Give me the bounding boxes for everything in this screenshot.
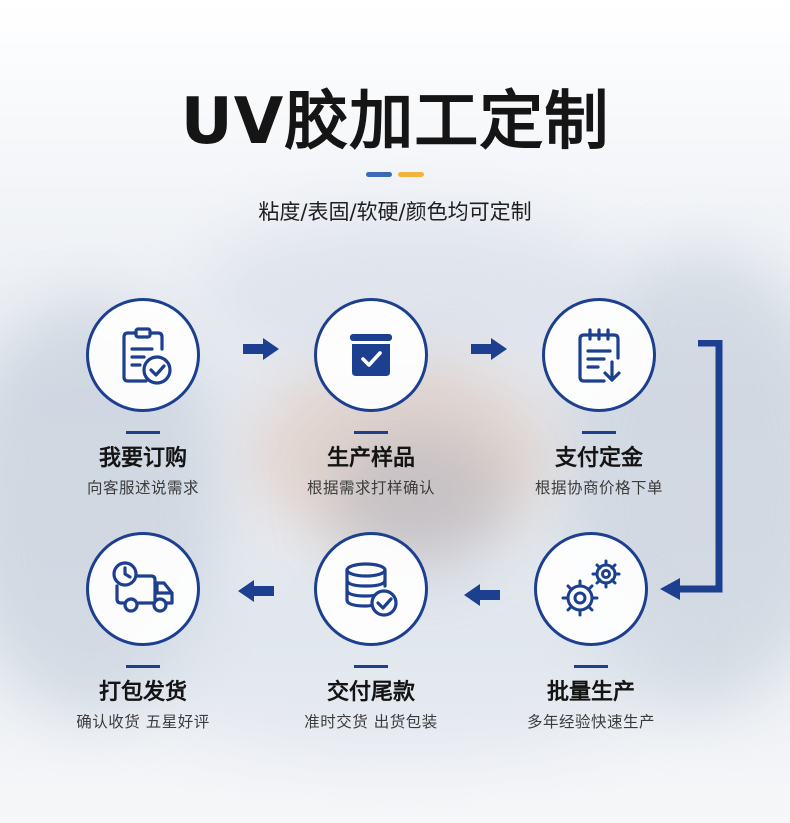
step-description: 向客服述说需求 [86, 479, 199, 497]
step-icon-circle [314, 532, 428, 646]
step-divider [354, 431, 388, 434]
step-title: 打包发货 [98, 680, 187, 705]
step-icon-circle [534, 532, 648, 646]
step-divider [582, 431, 616, 434]
arrow-right-icon [243, 338, 279, 360]
step-final-payment: 交付尾款 准时交货 出货包装 [276, 532, 466, 733]
arrow-right-icon [471, 338, 507, 360]
delivery-truck-clock-icon [112, 561, 174, 613]
step-divider [574, 665, 608, 668]
step-icon-circle [86, 532, 200, 646]
page-title: UV胶加工定制 [180, 85, 610, 159]
arrow-left-icon [238, 580, 274, 602]
step-title: 支付定金 [554, 446, 643, 471]
step-icon-circle [314, 298, 428, 412]
step-description: 准时交货 出货包装 [304, 713, 438, 731]
accent-bar-yellow [398, 172, 424, 177]
step-order: 我要订购 向客服述说需求 [48, 298, 238, 499]
title-accent-bars [366, 172, 426, 177]
step-shipping: 打包发货 确认收货 五星好评 [48, 532, 238, 733]
step-description: 多年经验快速生产 [526, 713, 655, 731]
step-divider [126, 665, 160, 668]
step-mass-production: 批量生产 多年经验快速生产 [496, 532, 686, 733]
step-icon-circle [86, 298, 200, 412]
step-divider [126, 431, 160, 434]
arrow-left-icon [464, 584, 500, 606]
step-sample: 生产样品 根据需求打样确认 [276, 298, 466, 499]
page-subtitle: 粘度/表固/软硬/颜色均可定制 [258, 200, 532, 224]
return-connector-arrow [660, 340, 723, 600]
box-check-icon [350, 334, 392, 376]
database-check-icon [345, 562, 398, 617]
step-description: 确认收货 五星好评 [76, 713, 210, 731]
step-title: 我要订购 [98, 446, 187, 471]
step-description: 根据协商价格下单 [534, 479, 663, 497]
step-description: 根据需求打样确认 [306, 479, 435, 497]
accent-bar-blue [366, 172, 392, 177]
step-title: 生产样品 [326, 446, 415, 471]
document-download-icon [578, 328, 621, 383]
step-title: 批量生产 [546, 680, 635, 705]
clipboard-check-icon [122, 327, 172, 385]
step-deposit: 支付定金 根据协商价格下单 [504, 298, 694, 499]
step-icon-circle [542, 298, 656, 412]
gears-icon [561, 559, 621, 617]
step-title: 交付尾款 [326, 680, 415, 705]
step-divider [354, 665, 388, 668]
